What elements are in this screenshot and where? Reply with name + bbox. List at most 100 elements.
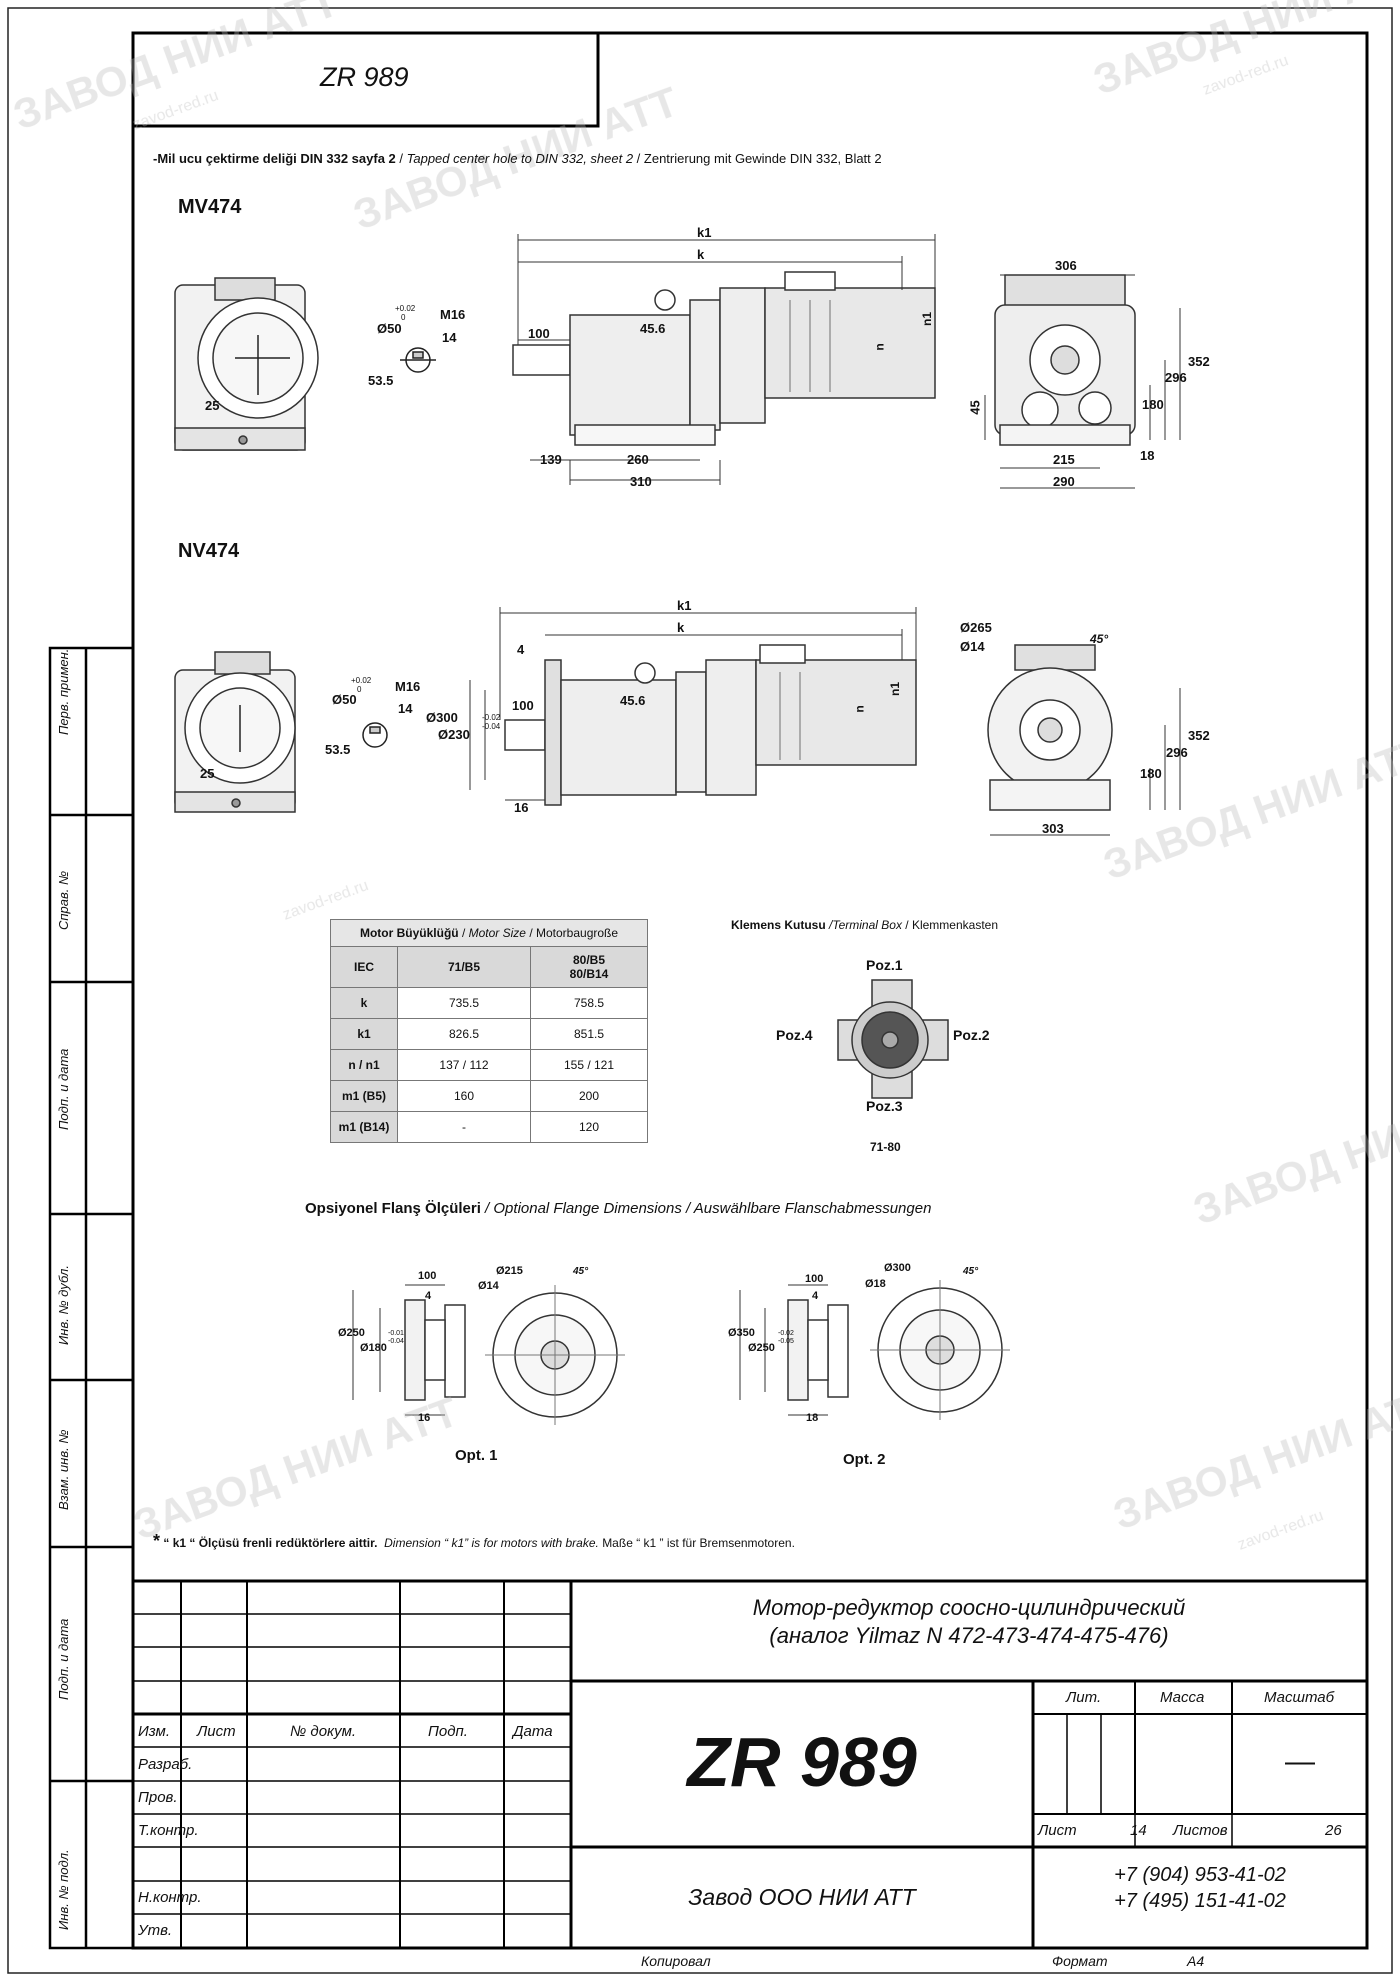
footnote-star: * (153, 1531, 161, 1551)
flange-title-rest: / Optional Flange Dimensions / Auswählba… (480, 1200, 932, 1217)
mv-dim-260: 260 (627, 452, 649, 467)
motor-size-table: Motor Büyüklüğü / Motor Size / Motorbaug… (330, 919, 648, 1143)
watermark-site-4: zavod-red.ru (1236, 1507, 1326, 1554)
mv-dim-m16: M16 (440, 307, 466, 322)
doc-description-line2: (аналог Yilmaz N 472-473-474-475-476) (769, 1623, 1169, 1648)
mv-dim-n: n (872, 343, 887, 351)
nv-dim-d265: Ø265 (960, 620, 992, 635)
nv-dim-d50: Ø50 (332, 692, 357, 707)
footnote-de: Maße “ k1 ” ist für Bremsenmotoren. (602, 1536, 795, 1550)
terminal-poz2: Poz.2 (953, 1027, 990, 1043)
din-note-tr: -Mil ucu çektirme deliği DIN 332 sayfa 2 (153, 151, 396, 166)
mv-dim-45-6: 45.6 (640, 321, 666, 336)
col-doc: № докум. (290, 1723, 357, 1740)
mv-dim-14: 14 (442, 330, 457, 345)
nv474-shaft-end (362, 722, 388, 748)
mv474-side-view (512, 271, 936, 446)
nv-dim-45-deg: 45° (1090, 632, 1109, 646)
mv-dim-352: 352 (1188, 354, 1210, 369)
din-note-de: Zentrierung mit Gewinde DIN 332, Blatt 2 (643, 151, 882, 166)
opt1-flange-drawing (404, 1285, 625, 1425)
scale-value: — (1285, 1745, 1315, 1778)
table-cell: 120 (530, 1111, 648, 1143)
terminal-box-title-en: /Terminal Box (829, 918, 902, 932)
motor-table-header-row: IEC 71/B5 80/B5 80/B14 (330, 946, 648, 988)
mv-dim-53-5: 53.5 (368, 373, 394, 388)
din-note: -Mil ucu çektirme deliği DIN 332 sayfa 2… (153, 151, 882, 166)
table-cell: 160 (397, 1080, 531, 1112)
mv-dim-180: 180 (1142, 397, 1164, 412)
nv-dim-100: 100 (512, 698, 534, 713)
row-utv: Утв. (138, 1922, 173, 1939)
nv-dim-k: k (677, 620, 685, 635)
footnote: * “ k1 “ Ölçüsü frenli redüktörlere aitt… (153, 1531, 795, 1552)
nv-dim-n: n (852, 705, 867, 713)
table-cell: - (397, 1111, 531, 1143)
mv-dim-45: 45 (967, 400, 983, 415)
opt1-dim-tol-up: -0.01 (388, 1330, 404, 1337)
motor-table-caption-row: Motor Büyüklüğü / Motor Size / Motorbaug… (330, 919, 648, 947)
table-row: k 735.5 758.5 (330, 987, 648, 1019)
opt1-dimension-lines (352, 1284, 445, 1416)
col-massa: Масса (1160, 1689, 1205, 1706)
col-podp: Подп. (428, 1723, 468, 1740)
opt2-dimension-lines (739, 1284, 828, 1416)
nv474-front-view (174, 651, 296, 813)
flange-title-tr: Opsiyonel Flanş Ölçüleri (305, 1200, 481, 1217)
doc-description: Мотор-редуктор соосно-цилиндрический (ан… (571, 1594, 1367, 1650)
company-phones: +7 (904) 953-41-02 +7 (495) 151-41-02 (1033, 1862, 1367, 1914)
table-cell: n / n1 (330, 1049, 398, 1081)
mv-dim-d50: Ø50 (377, 321, 402, 336)
nv-dim-tol2-lo: -0.04 (482, 722, 501, 731)
opt2-dim-18: 18 (806, 1412, 819, 1424)
mv-dim-25: 25 (205, 398, 220, 413)
mv-dim-18: 18 (1140, 448, 1155, 463)
nv-dim-25: 25 (200, 766, 215, 781)
footnote-en: Dimension “ k1” is for motors with brake… (384, 1536, 599, 1550)
opt2-dim-d350: Ø350 (728, 1327, 755, 1339)
title-block-grid (133, 1579, 1367, 1948)
row-nkontr: Н.контр. (138, 1889, 202, 1906)
motor-table-caption-de: Motorbaugroße (536, 926, 619, 940)
mv-dim-k: k (697, 247, 705, 262)
side-strip (48, 646, 135, 1950)
motor-table-caption-tr: Motor Büyüklüğü (359, 926, 459, 940)
nv-dim-d300: Ø300 (426, 710, 458, 725)
table-row: m1 (B5) 160 200 (330, 1080, 648, 1112)
nv-dim-d14: Ø14 (960, 639, 985, 654)
sheets-label: Листов (1173, 1822, 1228, 1839)
company-name: Завод ООО НИИ АТТ (688, 1884, 916, 1910)
nv-dim-14: 14 (398, 701, 413, 716)
nv-dim-m16: M16 (395, 679, 421, 694)
phone-1: +7 (904) 953-41-02 (1114, 1864, 1286, 1886)
nv-dim-d230: Ø230 (438, 727, 470, 742)
mv474-end-view (994, 274, 1136, 446)
terminal-size: 71-80 (870, 1140, 901, 1154)
row-tkontr: Т.контр. (138, 1822, 199, 1839)
col-list: Лист (197, 1723, 236, 1740)
terminal-poz1: Poz.1 (866, 957, 903, 973)
format-value: A4 (1187, 1953, 1205, 1969)
opt2-label: Opt. 2 (843, 1451, 886, 1468)
nv-dim-180: 180 (1140, 766, 1162, 781)
opt2-dim-tol-lo: -0.05 (778, 1338, 794, 1345)
opt1-dim-16: 16 (418, 1412, 431, 1424)
row-razrab: Разраб. (138, 1756, 193, 1773)
nv-dim-tol-lo: 0 (357, 685, 362, 694)
opt1-dim-4: 4 (425, 1290, 432, 1302)
opt2-dim-d250: Ø250 (748, 1342, 775, 1354)
nv474-side-view (504, 644, 917, 806)
col-date: Дата (513, 1723, 553, 1740)
table-row: n / n1 137 / 112 155 / 121 (330, 1049, 648, 1081)
motor-table-caption-en: Motor Size (468, 926, 526, 940)
side-label-vzam: Взам. инв. № (56, 1429, 71, 1510)
nv-dim-45-6: 45.6 (620, 693, 646, 708)
opt2-flange-drawing (787, 1280, 1010, 1420)
opt2-dim-tol-up: -0.02 (778, 1330, 794, 1337)
terminal-box-drawing (837, 979, 949, 1099)
format-label: Формат (1052, 1953, 1108, 1969)
table-cell: m1 (B14) (330, 1111, 398, 1143)
sheets-value: 26 (1325, 1822, 1342, 1839)
opt1-dim-tol-lo: -0.04 (388, 1338, 404, 1345)
